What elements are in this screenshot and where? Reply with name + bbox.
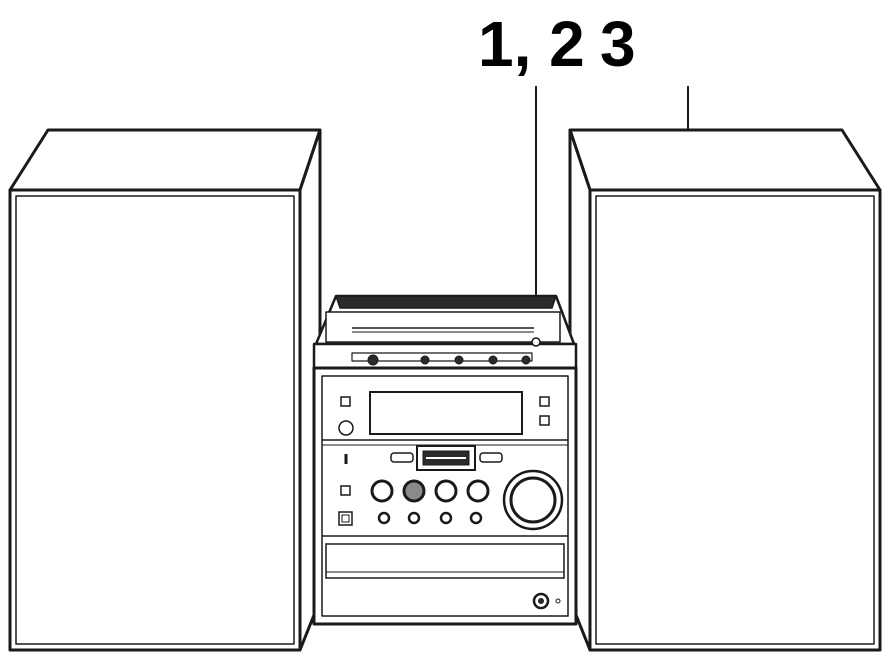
top-right-button-1[interactable] [539, 396, 550, 407]
callout-label-3: 3 [600, 8, 636, 80]
control-panel [322, 439, 568, 610]
standby-button[interactable] [338, 420, 354, 436]
stop-button[interactable] [402, 479, 426, 503]
right-speaker [568, 128, 882, 652]
small-button-4[interactable] [469, 511, 483, 525]
callout-label-1-2: 1, 2 [478, 8, 585, 80]
skip-forward-button[interactable] [466, 479, 490, 503]
left-speaker [8, 128, 322, 652]
small-button-1[interactable] [377, 511, 391, 525]
headphone-icon [555, 598, 561, 604]
function-button-left[interactable] [390, 452, 414, 463]
tape-deck-door [325, 543, 565, 579]
left-square-button[interactable] [340, 485, 351, 496]
small-button-3[interactable] [439, 511, 453, 525]
small-button-2[interactable] [407, 511, 421, 525]
play-button[interactable] [370, 479, 394, 503]
display-window [369, 391, 523, 435]
function-button-right[interactable] [479, 452, 503, 463]
top-left-button[interactable] [340, 396, 351, 407]
skip-back-button[interactable] [434, 479, 458, 503]
display-panel [338, 391, 550, 436]
top-right-button-2[interactable] [539, 415, 550, 426]
